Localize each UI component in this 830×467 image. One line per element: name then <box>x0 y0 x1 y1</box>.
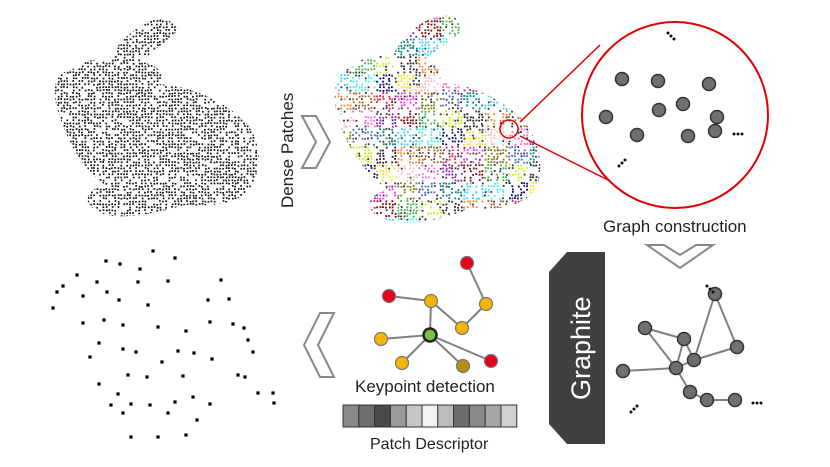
chevron-arrow-icon <box>300 115 717 378</box>
graphite-label: Graphite <box>566 296 596 400</box>
patch-descriptor-label: Patch Descriptor <box>370 436 489 453</box>
sparse-keypoints <box>51 249 276 439</box>
point-cloud-bunny-icon <box>54 19 259 217</box>
graphite-box <box>549 252 605 444</box>
zoom-callout <box>499 21 769 209</box>
zoom-circle <box>581 21 769 209</box>
constructed-graph <box>615 286 745 408</box>
dense-patches-label: Dense Patches <box>278 92 297 208</box>
patch-descriptor-bar <box>342 404 518 428</box>
zoom-points <box>598 71 725 144</box>
ellipsis-markers <box>617 31 763 414</box>
keypoint-detection-label: Keypoint detection <box>355 377 495 396</box>
keypoint-graph <box>373 255 499 374</box>
graph-construction-label: Graph construction <box>603 217 747 236</box>
zoom-source-marker <box>499 119 519 139</box>
